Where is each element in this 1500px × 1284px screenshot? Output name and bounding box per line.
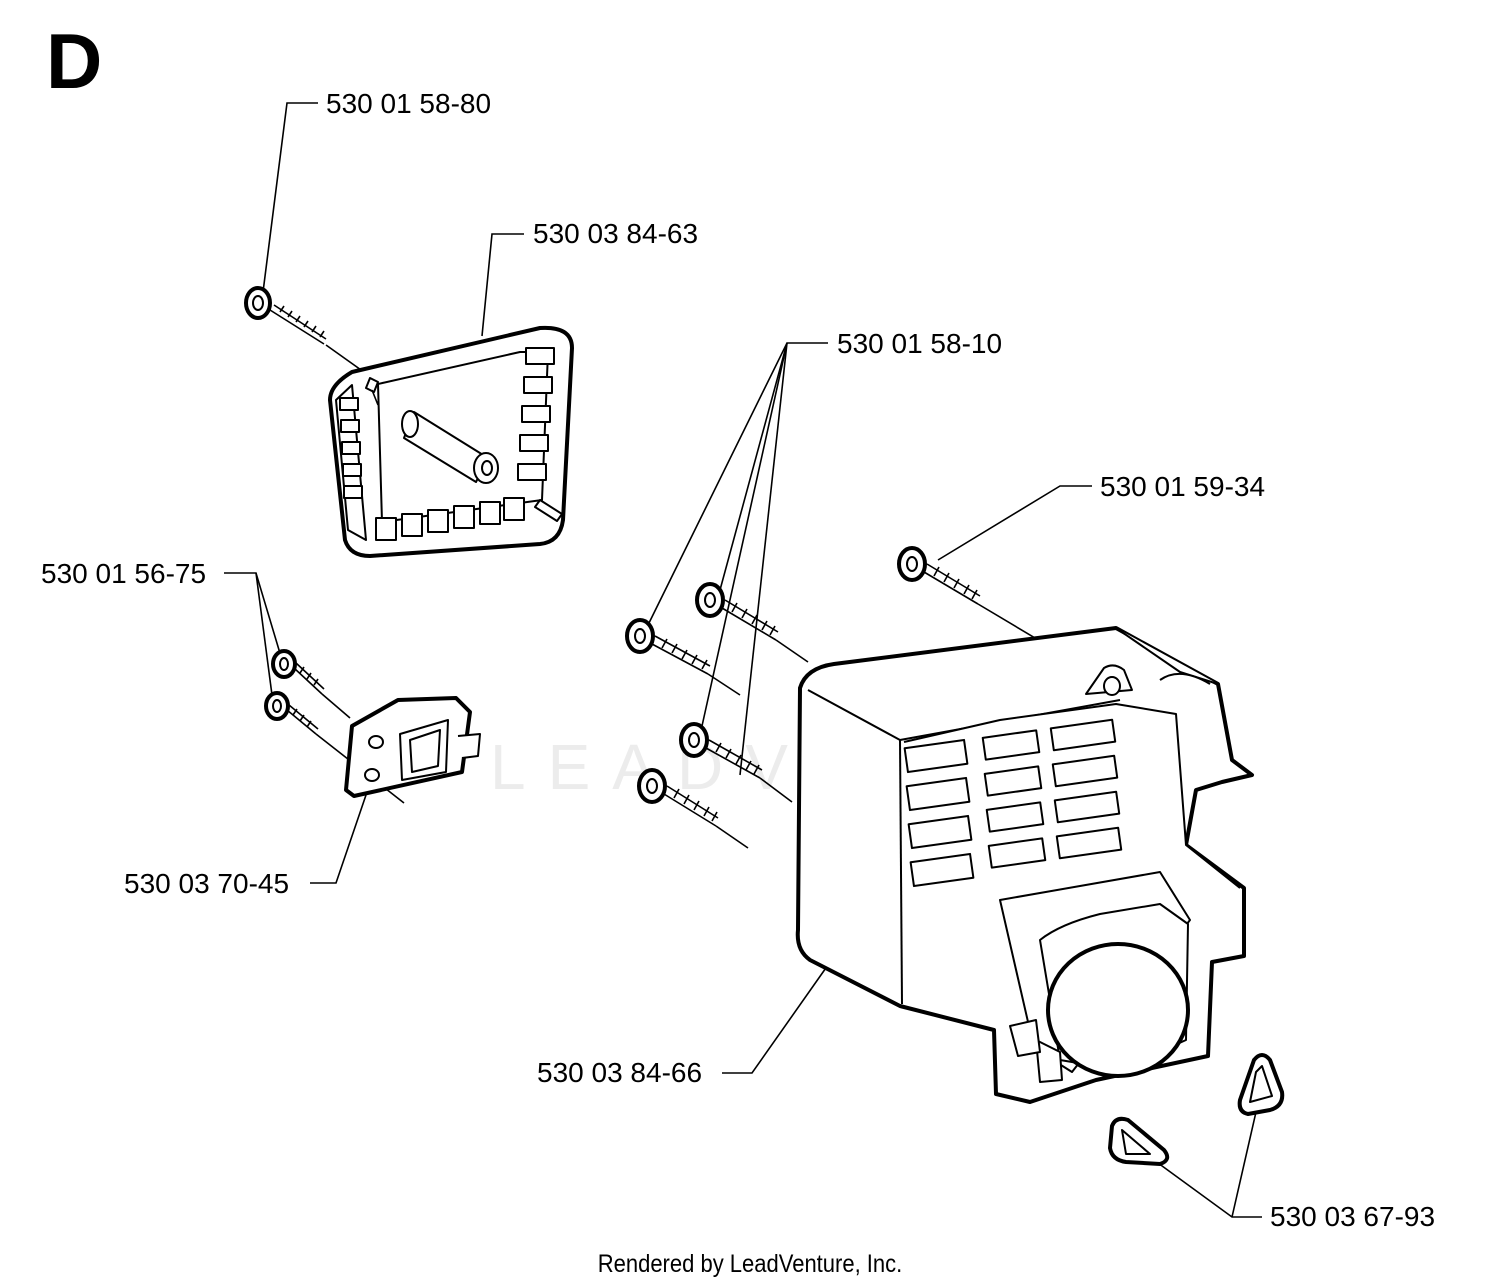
cylinder-cover-icon (795, 626, 1254, 1104)
part-label-530-03-84-63: 530 03 84-63 (533, 218, 699, 249)
screw-icon (271, 649, 351, 719)
leader-lines (224, 102, 1262, 1218)
filter-frame-icon (328, 325, 574, 558)
part-label-530-01-56-75: 530 01 56-75 (41, 558, 207, 589)
part-label-530-03-70-45: 530 03 70-45 (124, 868, 290, 899)
part-label-530-03-67-93: 530 03 67-93 (1270, 1201, 1436, 1232)
part-label-530-01-59-34: 530 01 59-34 (1100, 471, 1266, 502)
screw-icon (679, 722, 793, 803)
part-label-530-01-58-80: 530 01 58-80 (326, 88, 492, 119)
screw-icon (625, 618, 741, 696)
part-label-530-01-58-10: 530 01 58-10 (837, 328, 1003, 359)
section-letter: D (46, 17, 103, 105)
part-label-530-03-84-66: 530 03 84-66 (537, 1057, 703, 1088)
screw-icon (695, 582, 809, 663)
screw-icon (264, 691, 405, 804)
bracket-icon (344, 696, 481, 798)
grommet-icon (1237, 1053, 1285, 1116)
credit-text: Rendered by LeadVenture, Inc. (597, 1250, 903, 1278)
grommet-icon (1108, 1116, 1170, 1166)
screw-icon (637, 768, 749, 849)
